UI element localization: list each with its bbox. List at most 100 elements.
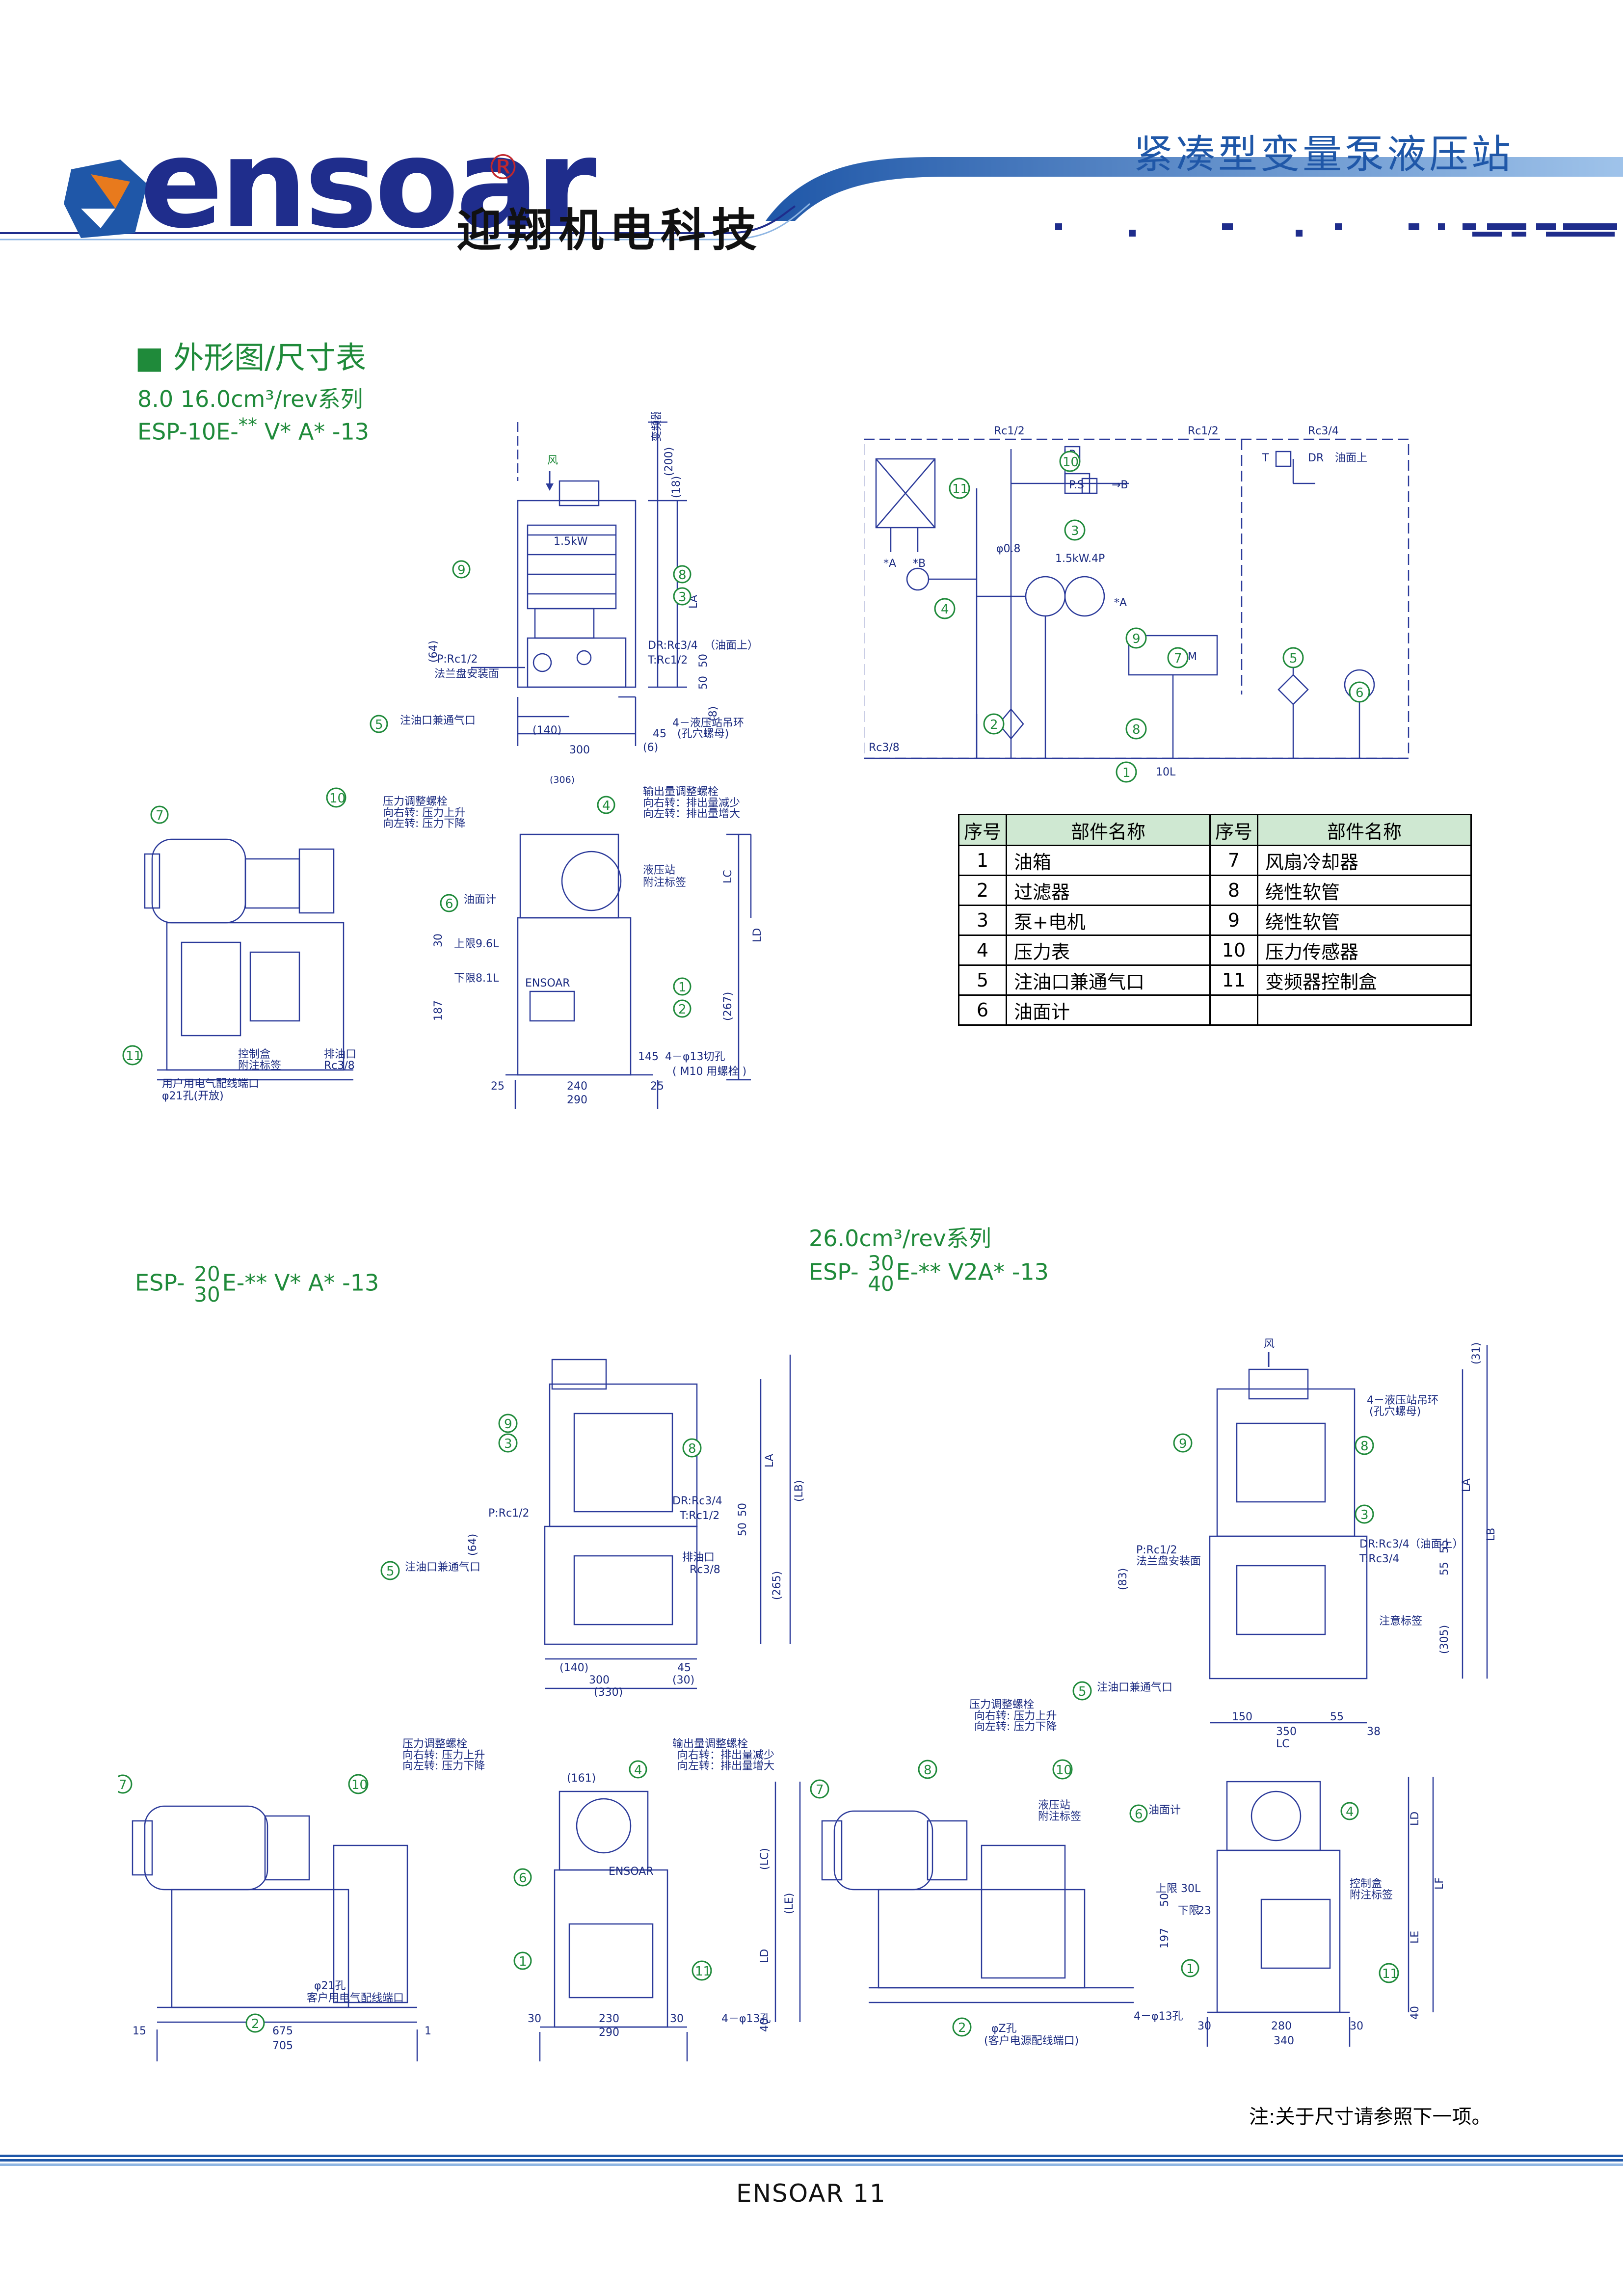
svg-text:5: 5 xyxy=(1289,651,1298,666)
col-no-2: 序号 xyxy=(1209,814,1258,846)
svg-text:1: 1 xyxy=(1186,1962,1195,1976)
drain-size: Rc3/8 xyxy=(324,1060,355,1072)
drawing-top-front-view: 风 1.5kW 变频器维护空间 (200) (18) LB LA (64) P:… xyxy=(370,412,758,756)
dim-30f: 30 xyxy=(1350,2020,1363,2032)
schem-ps: P.S xyxy=(1069,479,1084,491)
series-top-model: ESP-10E-** V* A* -13 xyxy=(137,414,370,445)
flow-bolt-label: 输出量调整螺栓 xyxy=(643,786,718,798)
ctrl-box-label: 控制盒 xyxy=(238,1048,270,1061)
upper-limit-label-c: 上限 30L xyxy=(1156,1883,1201,1895)
callout-9b: 9 xyxy=(498,1414,518,1433)
brand-plate: ENSOAR xyxy=(525,977,570,989)
schem-callout-7: 7 xyxy=(1167,647,1189,668)
lift-ring-label-b: 4－液压站吊环 xyxy=(1367,1394,1438,1407)
station-label-c: 液压站 xyxy=(1038,1799,1070,1812)
schem-a1: *A xyxy=(883,558,896,570)
drawing-bottom-end-view: 压力调整螺栓 向右转: 压力上升 向左转: 压力下降 输出量调整螺栓 向右转：排… xyxy=(402,1738,801,2061)
drawing-top-side-view: 控制盒 附注标签 排油口 Rc3/8 用户用电气配线端口 φ21孔(开放) 7 … xyxy=(122,787,356,1102)
lower-limit-label: 下限8.1L xyxy=(454,972,499,985)
dim-50b: 50 xyxy=(697,676,710,690)
callout-10b: 10 xyxy=(348,1774,369,1794)
drain-size-b: Rc3/8 xyxy=(690,1564,720,1576)
callout-6: 6 xyxy=(440,894,458,912)
drawing-right-end-view: 油面计 上限 30L 下限 23 50 197 控制盒 附注标签 LD LF L… xyxy=(1129,1777,1446,2047)
dim-306: (306) xyxy=(550,774,575,785)
schem-callout-2: 2 xyxy=(983,713,1005,735)
wiring-port-label-c: (客户电源配线端口) xyxy=(984,2035,1079,2047)
callout-8b: 8 xyxy=(682,1438,702,1458)
callout-2c: 2 xyxy=(952,2017,972,2037)
dim-150: 150 xyxy=(1232,1711,1252,1723)
svg-text:9: 9 xyxy=(504,1417,512,1432)
svg-text:3: 3 xyxy=(1360,1508,1369,1522)
hole21-label: φ21孔(开放) xyxy=(162,1090,224,1102)
dim-705: 705 xyxy=(272,2040,293,2052)
press-up-label-b: 向右转: 压力上升 xyxy=(402,1749,485,1762)
section-title: ■ 外形图/尺寸表 xyxy=(135,340,367,375)
svg-text:10: 10 xyxy=(1056,1763,1072,1778)
dim-145: 145 xyxy=(638,1051,659,1063)
schem-callout-4: 4 xyxy=(934,598,956,619)
press-bolt-label: 压力调整螺栓 xyxy=(383,796,448,808)
wiring-port-label-b: 客户用电气配线端口 xyxy=(307,1992,404,2004)
schem-port-dr: Rc3/4 xyxy=(1308,425,1339,437)
fill-port-label-b: 注油口兼通气口 xyxy=(405,1561,480,1574)
dim-15a: 15 xyxy=(133,2025,146,2037)
callout-3c: 3 xyxy=(1355,1504,1374,1524)
bolt-label: ( M10 用螺栓 ) xyxy=(672,1066,746,1078)
station-label2-c: 附注标签 xyxy=(1038,1811,1081,1823)
dim-38: 38 xyxy=(1367,1726,1381,1738)
flange-label: 法兰盘安装面 xyxy=(434,668,499,680)
svg-text:3: 3 xyxy=(1071,524,1079,538)
hole-z-label: φZ孔 xyxy=(991,2023,1017,2035)
dim-64b: (64) xyxy=(467,1534,479,1556)
p-port-label-c: P:Rc1/2 xyxy=(1136,1544,1177,1556)
svg-text:2: 2 xyxy=(678,1002,687,1017)
dim-305: (305) xyxy=(1438,1625,1451,1654)
dim-64: (64) xyxy=(427,641,440,663)
station-label: 液压站 xyxy=(643,864,675,877)
dim-290: 290 xyxy=(567,1094,587,1106)
lift-ring-label2-b: (孔穴螺母) xyxy=(1369,1406,1421,1418)
flow-up-label-b: 向左转：排出量增大 xyxy=(677,1760,774,1772)
svg-text:6: 6 xyxy=(1356,686,1364,700)
dim-lb-b: (LB) xyxy=(793,1480,805,1502)
callout-8c: 8 xyxy=(1355,1436,1374,1455)
callout-6c: 6 xyxy=(1129,1804,1148,1823)
svg-text:11: 11 xyxy=(126,1049,142,1064)
callout-3b: 3 xyxy=(498,1433,518,1453)
svg-text:7: 7 xyxy=(816,1783,824,1797)
dim-40b: 40 xyxy=(1409,2006,1421,2020)
svg-text:5: 5 xyxy=(386,1564,395,1579)
schem-callout-5: 5 xyxy=(1282,647,1304,668)
dim-le-c: LE xyxy=(1409,1931,1421,1944)
dim-la-b: LA xyxy=(764,1454,776,1468)
space-note: 变频器维护空间 xyxy=(651,412,663,442)
schem-callout-6: 6 xyxy=(1349,681,1370,703)
press-dn-label: 向左转: 压力下降 xyxy=(383,818,465,830)
flow-dn-label: 向右转：排出量减少 xyxy=(643,797,740,809)
dim-30e: 30 xyxy=(1197,2020,1211,2032)
drain-label: 排油口 xyxy=(324,1048,356,1061)
svg-text:7: 7 xyxy=(1174,651,1182,666)
dim-267: (267) xyxy=(722,992,734,1021)
schem-m: M xyxy=(1188,651,1197,663)
flow-dn-label-b: 向右转：排出量减少 xyxy=(677,1749,774,1762)
dim-140: (140) xyxy=(532,724,561,737)
svg-text:5: 5 xyxy=(375,718,383,732)
flow-bolt-label-b: 输出量调整螺栓 xyxy=(672,1738,748,1750)
drawing-right-side-view: 压力调整螺栓 向右转: 压力上升 向左转: 压力下降 液压站 附注标签 φZ孔 … xyxy=(810,1699,1134,2047)
hole21-label-b: φ21孔 xyxy=(314,1980,346,1992)
callout-5c: 5 xyxy=(1072,1681,1092,1701)
t-port-label: T:Rc1/2 xyxy=(647,654,688,667)
schem-b2: →B xyxy=(1112,479,1128,491)
press-bolt-label-c: 压力调整螺栓 xyxy=(969,1699,1034,1711)
dim-50c: 50 xyxy=(737,1503,749,1517)
dim-6: (6) xyxy=(643,742,658,754)
dim-lf: LF xyxy=(1434,1877,1446,1890)
company-name: 迎翔机电科技 xyxy=(456,204,763,257)
schem-label-dr: DR xyxy=(1308,452,1324,464)
drain-label-b: 排油口 xyxy=(682,1551,715,1564)
